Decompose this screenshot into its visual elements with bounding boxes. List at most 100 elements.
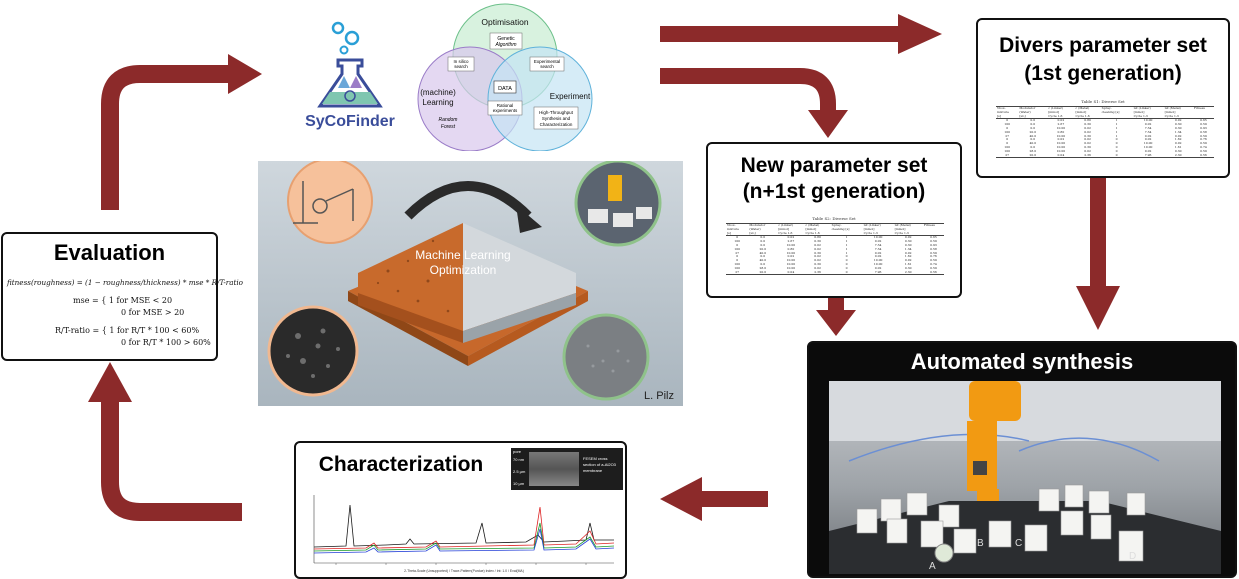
- table-header-cell: c (Linker) [mmol] Cycle 1-6: [777, 222, 805, 237]
- automated-title: Automated synthesis: [910, 349, 1134, 374]
- table-header-cell: c (Metal) [mmol] Cycle 1-6: [1074, 105, 1101, 120]
- table-cell: 1.34: [1174, 129, 1182, 134]
- table-cell: 0.02: [904, 235, 912, 240]
- arrow-automated-to-characterization: [660, 477, 768, 521]
- newset-title-line1: New parameter set: [740, 154, 928, 177]
- well-label-a: A: [929, 561, 936, 572]
- table-cell: 100: [1004, 129, 1011, 134]
- robot-photo-graphic: A B C D: [829, 381, 1221, 574]
- table-cell: 1: [1115, 129, 1118, 134]
- robot-bubble: [574, 161, 662, 247]
- table-cell: 0.76: [930, 254, 937, 259]
- table-cell: 1: [845, 239, 848, 244]
- credit-label: L. Pilz: [644, 390, 674, 402]
- table-cell: 1: [845, 242, 848, 247]
- inset-note-2: section of a-Al2O3: [583, 462, 616, 467]
- table-cell: 10.00: [1143, 144, 1153, 149]
- venn-genetic-1: Genetic: [497, 36, 515, 42]
- table-cell: 0.59: [1200, 148, 1207, 153]
- table-cell: 0.74: [930, 261, 937, 266]
- table-header-cell: Fitness: [922, 222, 944, 237]
- table-cell: 0: [1006, 125, 1009, 130]
- table-cell: 0.02: [1144, 148, 1152, 153]
- table-cell: 0.02: [904, 250, 912, 255]
- table-cell: 7.96: [1132, 153, 1164, 159]
- table-cell: 0.0: [760, 239, 766, 244]
- table-cell: 0: [845, 261, 848, 266]
- rt-formula-line1: R/T-ratio = { 1 for R/T * 100 < 60%: [55, 326, 200, 335]
- table-cell: 0.02: [1084, 141, 1091, 146]
- inset-2-5um: 2.5 µm: [513, 469, 526, 474]
- smooth-sem-bubble: [562, 313, 650, 401]
- table-cell: 0.59: [1200, 133, 1207, 138]
- table-cell: 0.58: [1200, 129, 1207, 134]
- table-cell: 100: [734, 265, 741, 270]
- table-header-cell: Spray- cleaning [s]: [1100, 105, 1133, 120]
- table-cell: 100: [734, 239, 741, 244]
- ml-illustration-graphic: Machine Learning Optimization L. Pilz: [267, 161, 674, 402]
- divers-parameter-box: Divers parameter set (1st generation) Ta…: [976, 18, 1230, 178]
- table-cell: 10.00: [786, 265, 796, 270]
- table-cell: 0.02: [1144, 122, 1152, 127]
- automated-synthesis-box: Automated synthesis A B C: [807, 341, 1237, 578]
- table-header-cell: Spray- cleaning [s]: [830, 222, 863, 237]
- venn-label-learning-1: (machine): [420, 88, 456, 97]
- table-cell: 0.58: [930, 246, 937, 251]
- table-cell: 0: [1115, 137, 1118, 142]
- well-label-c: C: [1015, 538, 1022, 549]
- table-cell: 0.59: [930, 239, 937, 244]
- divers-title-line1: Divers parameter set: [999, 34, 1207, 57]
- table-cell: 1: [1115, 133, 1118, 138]
- table-header-row: Vbox- mixture [s]Modulator (Water) [uL]c…: [996, 105, 1214, 120]
- table-cell: 0.30: [904, 265, 912, 270]
- table-cell: 0.0: [1030, 137, 1036, 142]
- table-cell: 40.0: [759, 258, 767, 263]
- divers-title-line2: (1st generation): [1024, 62, 1182, 85]
- table-header-cell: Vbox- mixture [s]: [726, 222, 749, 237]
- table-cell: 0.76: [1200, 137, 1207, 142]
- table-cell: 27: [735, 250, 740, 255]
- venn-insilico-1: In silico: [453, 59, 469, 64]
- table-cell: 0: [1006, 137, 1009, 142]
- table-cell: 0: [845, 258, 848, 263]
- characterization-box: Characterization pore 70 nm 2.5 µm 10 µm…: [294, 441, 627, 579]
- table-cell: 1.62: [904, 254, 912, 259]
- table-cell: 10.00: [1056, 141, 1066, 146]
- table-cell: 0: [1006, 141, 1009, 146]
- table-cell: 0.30: [814, 261, 821, 266]
- table-cell: 0.30: [1084, 144, 1091, 149]
- table-cell: 0.59: [1200, 122, 1207, 127]
- table-cell: 0: [736, 258, 739, 263]
- table-cell: 40.0: [1029, 141, 1037, 146]
- arrow-venn-to-newset: [660, 68, 848, 138]
- table-cell: 0: [830, 270, 863, 276]
- arrow-characterization-to-evaluation: [88, 362, 242, 521]
- table-cell: 1: [1115, 122, 1118, 127]
- table-cell: 0.0: [1030, 122, 1036, 127]
- table-cell: 7.34: [874, 242, 882, 247]
- table-cell: 0.02: [1084, 137, 1091, 142]
- table-cell: 0.80: [1084, 118, 1091, 123]
- flask-icon: [317, 21, 383, 108]
- ml-optimization-illustration: Machine Learning Optimization L. Pilz: [258, 161, 683, 406]
- table-cell: 0.30: [904, 242, 912, 247]
- table-header-cell: Fitness: [1192, 105, 1214, 120]
- ml-label-line2: Optimization: [430, 263, 497, 277]
- newset-table: Vbox- mixture [s]Modulator (Water) [uL]c…: [726, 222, 944, 276]
- table-cell: 20.0: [1029, 129, 1037, 134]
- table-header-cell: c (Metal) [mmol] Cycle 1-6: [804, 222, 831, 237]
- table-cell: 0.02: [1174, 118, 1182, 123]
- table-cell: 2.67: [787, 239, 795, 244]
- table-cell: 1.61: [904, 261, 912, 266]
- venn-rational-2: experiments: [493, 108, 518, 113]
- table-cell: 0.30: [814, 239, 821, 244]
- table-cell: 0.56: [1192, 153, 1214, 159]
- xrd-x-axis-label: 2-Theta-Scale (Unsupported) / Trace-Patt…: [404, 569, 524, 573]
